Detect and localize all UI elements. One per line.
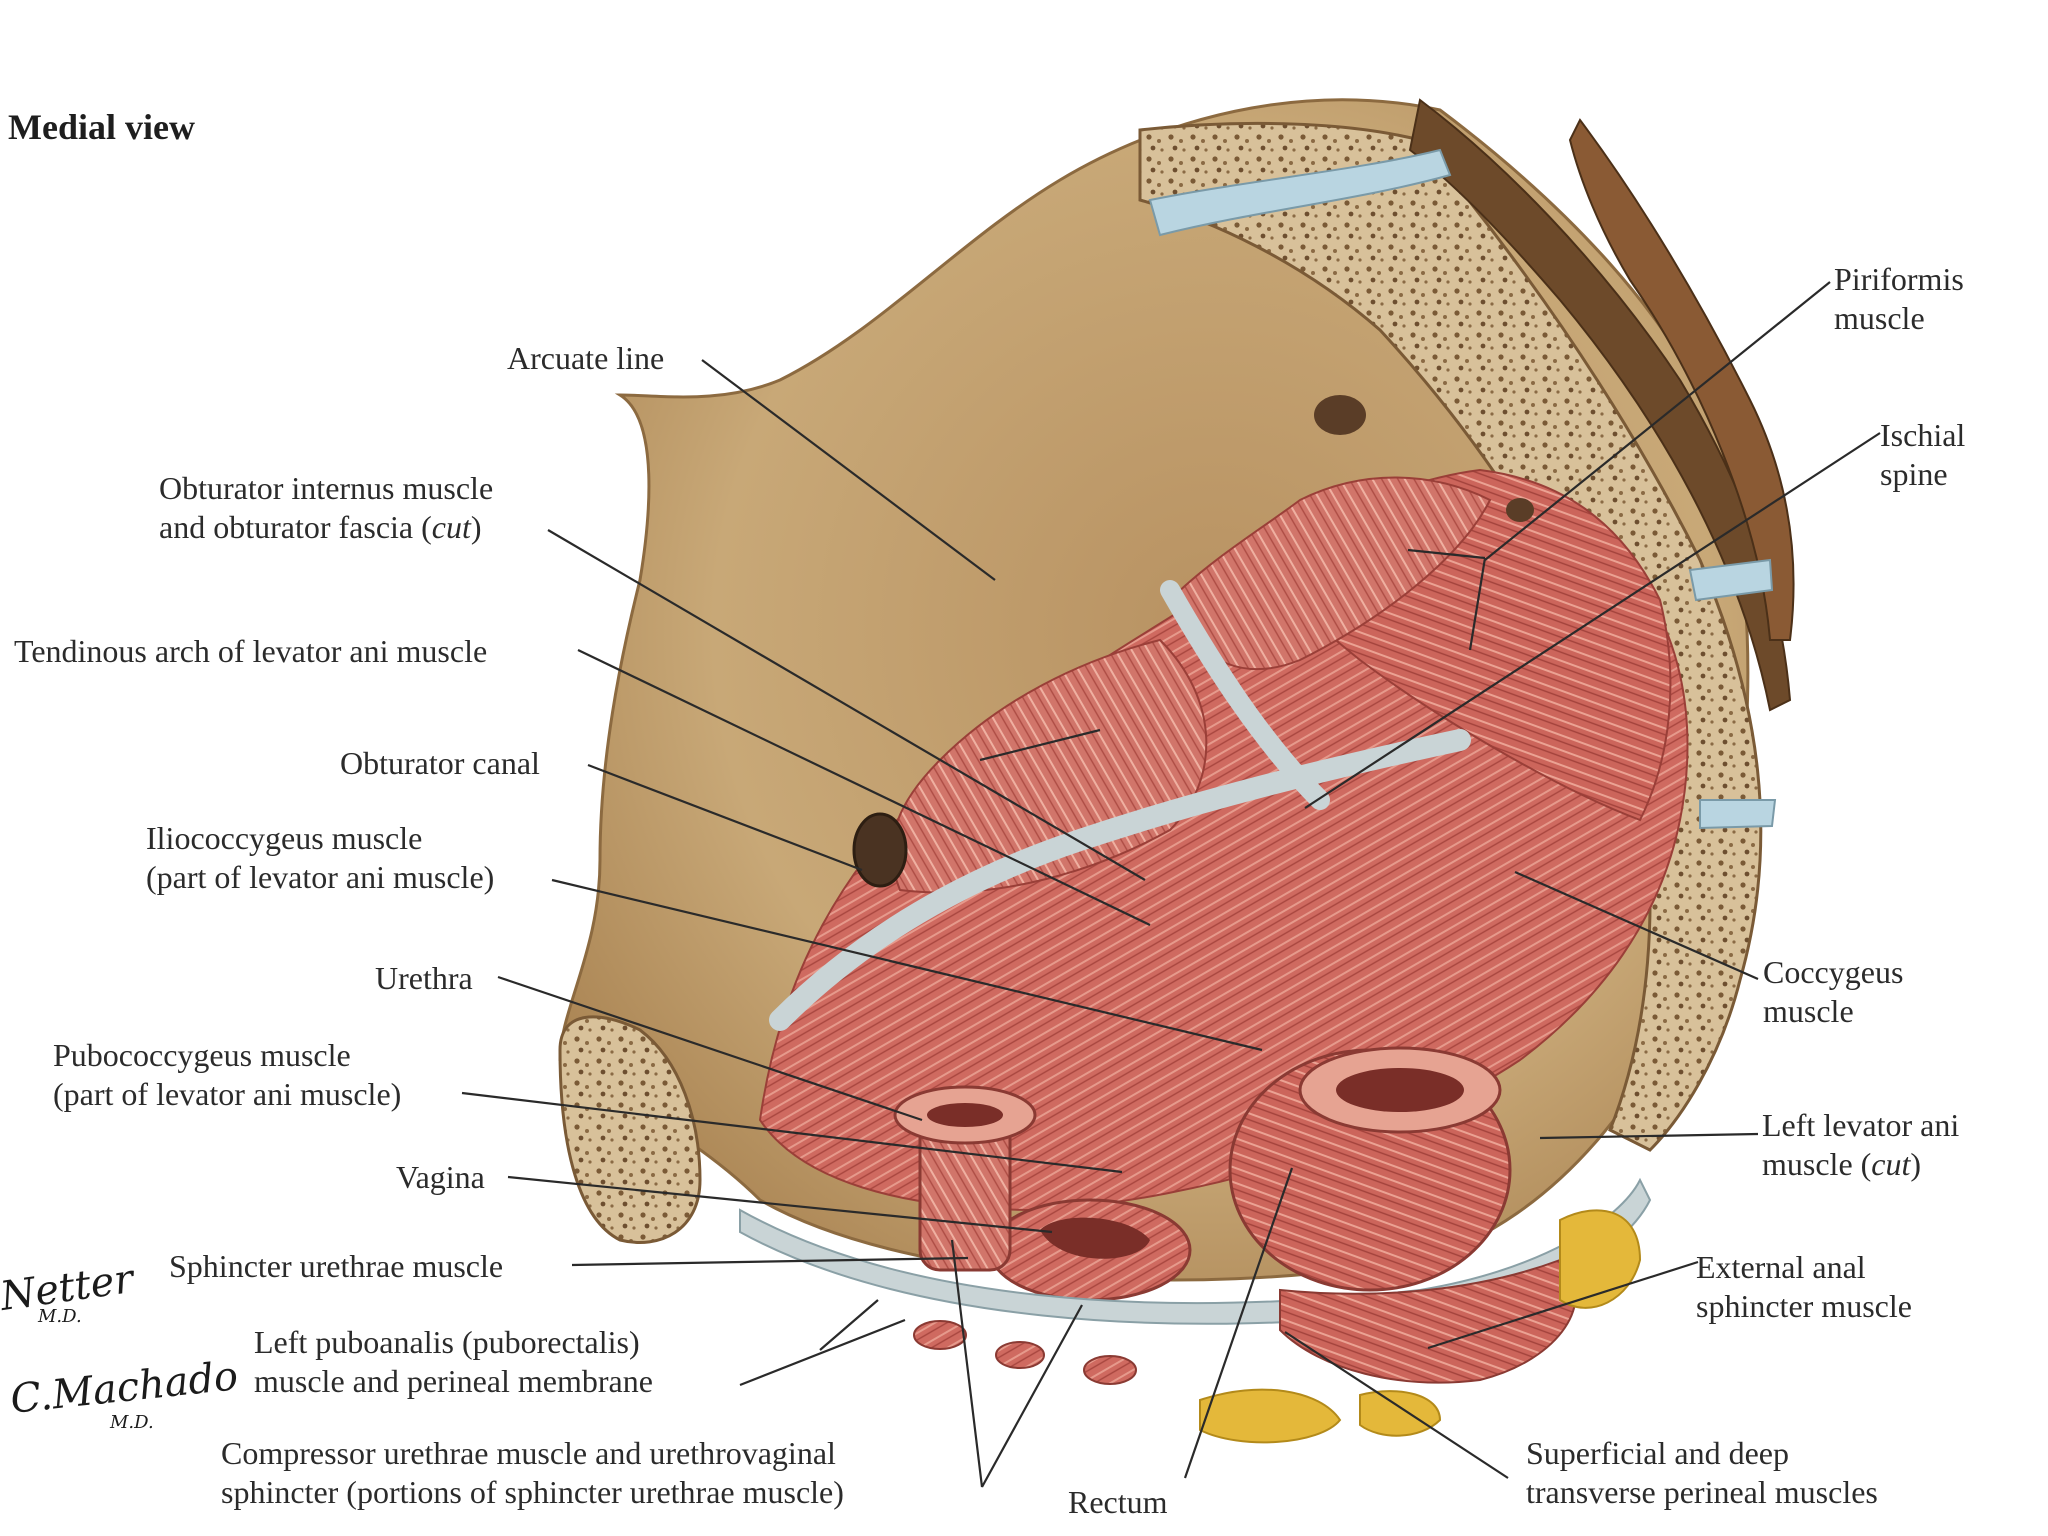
leader-obturator-upper: [979, 728, 1101, 762]
leader-piriformis: [1484, 281, 1831, 561]
leader-vagina: [507, 1175, 1053, 1234]
machado-md: M.D.: [110, 1412, 154, 1433]
leader-arcuate-line: [701, 359, 996, 581]
leader-obturator-canal: [587, 763, 863, 872]
label-tendinous-arch: Tendinous arch of levator ani muscle: [14, 633, 488, 669]
coccyx-disc-2: [1699, 799, 1777, 830]
page-title: Medial view: [8, 107, 195, 147]
label-sphincter-urethrae: Sphincter urethrae muscle: [169, 1248, 504, 1284]
perineal-muscle-bit: [913, 1320, 967, 1350]
leader-superficial: [1284, 1331, 1509, 1479]
vagina-lumen: [1040, 1217, 1150, 1259]
label-vagina: Vagina: [396, 1159, 485, 1195]
tendinous-arch: [769, 729, 1471, 1031]
obturator-internus: [1168, 476, 1492, 671]
ischioanal-fat: [1559, 1209, 1642, 1309]
leader-left-levator: [1539, 1132, 1759, 1140]
leader-urethra: [497, 975, 923, 1122]
label-obturator-internus: Obturator internus muscle and obturator …: [159, 470, 494, 545]
label-piriformis: Piriformis muscle: [1834, 261, 1964, 336]
label-obturator-canal: Obturator canal: [340, 745, 540, 781]
label-arcuate-line: Arcuate line: [507, 340, 665, 376]
external-anal-sphincter: [1279, 1258, 1577, 1384]
label-coccygeus: Coccygeus muscle: [1763, 954, 1904, 1029]
rectum-lumen: [1336, 1068, 1464, 1112]
sacral-foramen: [1314, 395, 1366, 435]
label-left-levator-ani: Left levator ani muscle (cut): [1762, 1107, 1960, 1182]
label-external-anal-sphincter: External anal sphincter muscle: [1696, 1249, 1912, 1324]
label-rectum: Rectum: [1068, 1484, 1168, 1520]
urethra-lumen: [927, 1103, 1003, 1127]
leader-puboanalis: [739, 1299, 906, 1387]
netter-md: M.D.: [38, 1306, 82, 1327]
leader-sphincter-urethrae: [571, 1256, 969, 1267]
leader-iliococcygeus: [551, 878, 1263, 1052]
leader-lines: [461, 281, 1881, 1488]
leader-obturator-internus: [547, 529, 1146, 881]
label-iliococcygeus: Iliococcygeus muscle (part of levator an…: [146, 820, 495, 895]
sacral-outer-2: [1568, 118, 1795, 641]
label-compressor-urethrae: Compressor urethrae muscle and urethrova…: [221, 1435, 844, 1510]
label-pubococcygeus: Pubococcygeus muscle (part of levator an…: [53, 1037, 402, 1112]
label-ischial-spine: Ischial spine: [1880, 417, 1966, 492]
perineal-muscle-bit-2: [995, 1341, 1045, 1369]
leader-pubococcygeus: [461, 1091, 1123, 1174]
label-urethra: Urethra: [375, 960, 473, 996]
ischioanal-fat-3: [1359, 1390, 1442, 1437]
coccyx-disc: [1688, 558, 1774, 602]
sacral-foramen-2: [1506, 498, 1534, 522]
sacral-outer: [1408, 98, 1792, 712]
fascia-vertical: [1160, 580, 1330, 810]
leader-ischial-spine: [1304, 432, 1881, 809]
leader-external-anal: [1427, 1260, 1699, 1350]
leader-tendinous-arch: [577, 649, 1151, 926]
leader-piriformis-split: [1407, 548, 1487, 651]
obturator-canal: [852, 812, 908, 888]
perineal-membrane: [739, 1177, 1652, 1325]
sacral-disc: [1148, 148, 1452, 237]
leader-compressor: [950, 1239, 1083, 1488]
perineal-muscle-bit-3: [1083, 1355, 1137, 1385]
label-superficial-deep-transverse: Superficial and deep transverse perineal…: [1526, 1435, 1878, 1510]
leader-rectum: [1183, 1167, 1294, 1479]
leader-coccygeus: [1514, 870, 1759, 981]
label-puboanalis: Left puboanalis (puborectalis) muscle an…: [254, 1324, 653, 1399]
ischioanal-fat-2: [1199, 1388, 1342, 1444]
